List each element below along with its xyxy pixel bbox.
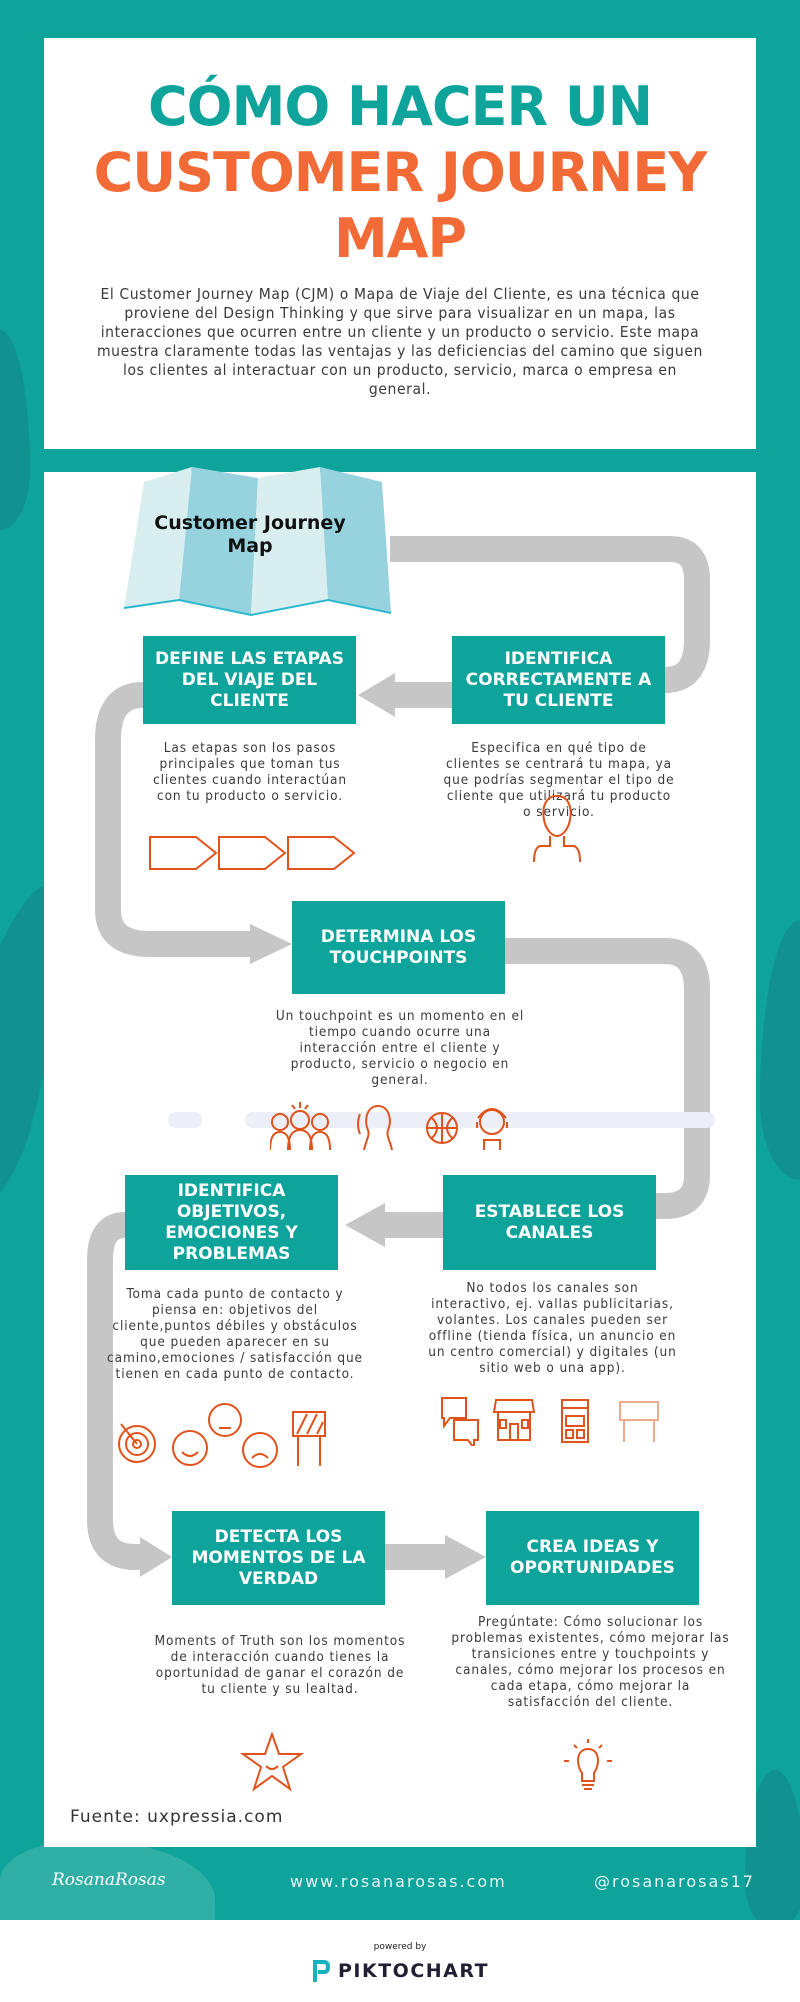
step-channels: ESTABLECE LOS CANALES [443, 1175, 656, 1270]
step-touchpoints: DETERMINA LOS TOUCHPOINTS [292, 901, 505, 994]
pipe-segment [87, 1212, 140, 1570]
arrow-head [250, 924, 292, 964]
pipe-segment [390, 536, 710, 693]
piktochart-logo[interactable]: PIKTOCHART [312, 1958, 489, 1984]
social-handle[interactable]: @rosanarosas17 [594, 1872, 755, 1891]
chat-bubbles-icon [441, 1397, 479, 1446]
header-card: CÓMO HACER UN CUSTOMER JOURNEY MAP [44, 38, 756, 449]
happy-face-icon [172, 1430, 208, 1466]
group-people-icon [270, 1102, 331, 1151]
emotion-icons [118, 1403, 326, 1468]
rosanarosas-logo: RosanaRosas [52, 1870, 166, 1890]
source-credit: Fuente: uxpressia.com [70, 1807, 284, 1827]
step-ideas-opportunities-desc: Pregúntate: Cómo solucionar los problema… [451, 1614, 730, 1710]
target-icon [118, 1423, 156, 1463]
step-moments-of-truth-desc: Moments of Truth son los momentos de int… [154, 1633, 406, 1697]
store-icon [492, 1399, 536, 1441]
globe-icon [426, 1112, 458, 1144]
step-identify-customer: IDENTIFICA CORRECTAMENTE A TU CLIENTE [452, 636, 665, 724]
step-touchpoints-desc: Un touchpoint es un momento en el tiempo… [275, 1008, 525, 1088]
arrow-head [140, 1537, 172, 1577]
billboard-icon [619, 1401, 659, 1442]
arrow-head [445, 1535, 486, 1579]
page-title-line3: MAP [333, 207, 467, 270]
arrow-head [358, 673, 395, 717]
arrow-head [345, 1203, 385, 1247]
stages-arrows-icon [149, 836, 356, 870]
smiling-star-icon [240, 1732, 304, 1792]
step-goals-emotions: IDENTIFICA OBJETIVOS, EMOCIONES Y PROBLE… [125, 1175, 338, 1270]
pipe-segment [505, 938, 710, 1219]
channel-icons [441, 1397, 659, 1446]
neutral-face-icon [208, 1403, 242, 1437]
step-define-stages: DEFINE LAS ETAPAS DEL VIAJE DEL CLIENTE [143, 636, 356, 724]
headset-agent-icon [476, 1108, 508, 1150]
phone-support-icon [357, 1105, 393, 1151]
pipe-segment [95, 682, 255, 957]
website-link[interactable]: www.rosanarosas.com [290, 1872, 507, 1891]
person-icon [533, 794, 581, 863]
step-define-stages-desc: Las etapas son los pasos principales que… [153, 740, 347, 804]
map-label: Customer Journey Map [154, 512, 346, 557]
step-ideas-opportunities: CREA IDEAS Y OPORTUNIDADES [486, 1511, 699, 1605]
web-page-icon [561, 1399, 589, 1443]
folded-map-illustration [124, 467, 392, 617]
piktochart-mark-icon [313, 1960, 330, 1982]
step-moments-of-truth: DETECTA LOS MOMENTOS DE LA VERDAD [172, 1511, 385, 1605]
journey-path [87, 536, 710, 1579]
touchpoint-icons [270, 1102, 508, 1151]
piktochart-wordmark: PIKTOCHART [338, 1960, 490, 1982]
barrier-icon [292, 1411, 326, 1466]
touchpoint-bar [168, 1112, 202, 1128]
page-title-line1: CÓMO HACER UN [148, 75, 653, 138]
step-goals-emotions-desc: Toma cada punto de contacto y piensa en:… [107, 1286, 363, 1382]
intro-paragraph: El Customer Journey Map (CJM) o Mapa de … [97, 285, 703, 398]
step-channels-desc: No todos los canales son interactivo, ej… [428, 1280, 677, 1376]
lightbulb-icon [564, 1739, 612, 1790]
powered-by-label: powered by [373, 1942, 427, 1952]
page-title-line2: CUSTOMER JOURNEY [93, 141, 708, 204]
sad-face-icon [242, 1432, 278, 1468]
